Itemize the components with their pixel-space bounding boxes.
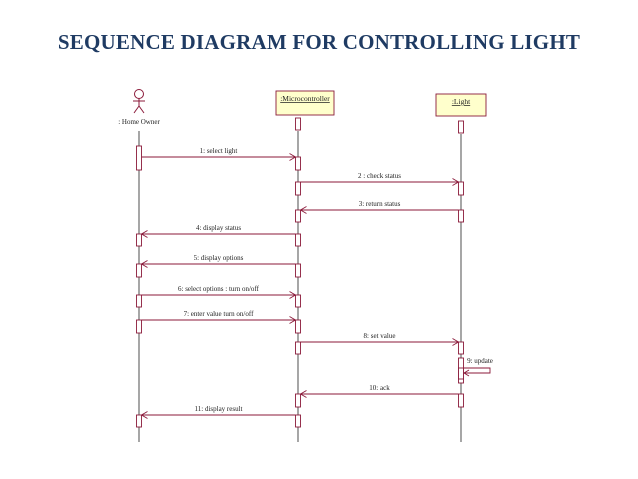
activation-bar xyxy=(136,233,142,247)
message-label: 10: ack xyxy=(369,384,390,392)
activation-bar xyxy=(136,294,142,308)
activation-bar xyxy=(295,393,301,408)
message-label: 11: display result xyxy=(195,405,243,413)
activation-bar xyxy=(136,263,142,278)
arrow-head xyxy=(140,230,148,238)
participant-box-light xyxy=(435,93,487,117)
message-label: 9: update xyxy=(467,357,493,365)
participant-label: :Microcontroller xyxy=(280,94,330,103)
activation-bar xyxy=(136,414,142,428)
message-label: 5: display options xyxy=(194,254,244,262)
actor-icon xyxy=(133,89,145,114)
arrow-head xyxy=(289,316,297,324)
activation-bar xyxy=(458,120,464,134)
page-title: SEQUENCE DIAGRAM FOR CONTROLLING LIGHT xyxy=(57,30,581,54)
activation-bar xyxy=(295,341,301,355)
arrow-head xyxy=(289,153,297,161)
message-label: 8: set value xyxy=(364,332,396,340)
participant-label: : Home Owner xyxy=(118,118,160,126)
activation-bar xyxy=(458,393,464,408)
activation-bar xyxy=(295,294,301,308)
arrow-head xyxy=(140,411,148,419)
arrow-head xyxy=(452,338,460,346)
activation-bar xyxy=(295,319,301,334)
actor-head xyxy=(134,89,144,99)
activation-bar xyxy=(136,319,142,334)
activation-bar xyxy=(136,145,142,171)
message-label: 4: display status xyxy=(196,224,241,232)
arrow-head xyxy=(140,260,148,268)
participant-label: :Light xyxy=(452,97,471,106)
activation-bar xyxy=(295,117,301,131)
message-label: 1: select light xyxy=(200,147,238,155)
message-label: 2 : check status xyxy=(358,172,401,180)
activation-bar xyxy=(295,263,301,278)
message-label: 7: enter value turn on/off xyxy=(184,310,255,318)
message-label: 6: select options : turn on/off xyxy=(178,285,260,293)
activation-bar xyxy=(295,414,301,428)
activation-bar xyxy=(295,156,301,171)
arrow-head xyxy=(299,390,307,398)
self-message-arrow xyxy=(464,367,491,374)
participant-box-mc xyxy=(275,90,335,116)
activation-bar xyxy=(458,181,464,196)
activation-bar xyxy=(458,367,464,380)
actor-leg-left xyxy=(133,105,140,114)
activation-bar xyxy=(295,181,301,196)
arrow-head xyxy=(463,369,470,377)
actor-leg-right xyxy=(138,105,145,114)
activation-bar xyxy=(458,341,464,355)
message-label: 3: return status xyxy=(359,200,401,208)
arrow-head xyxy=(452,178,460,186)
activation-bar xyxy=(458,209,464,223)
arrow-head xyxy=(289,291,297,299)
activation-bar xyxy=(295,233,301,247)
arrow-head xyxy=(299,206,307,214)
activation-bar xyxy=(295,209,301,223)
